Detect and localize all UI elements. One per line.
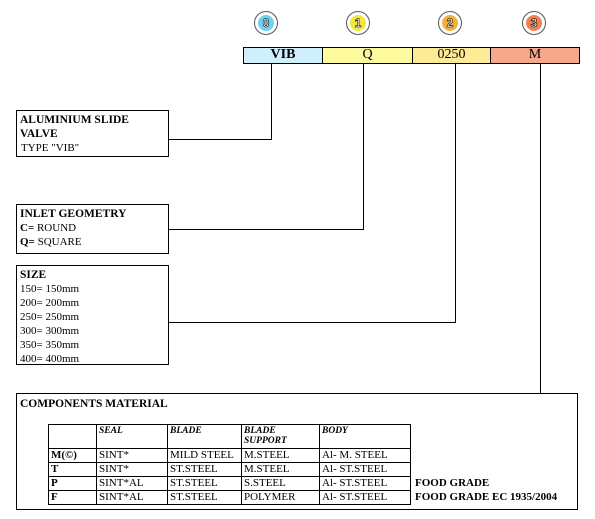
- row-support: POLYMER: [241, 490, 320, 505]
- code-cell-size: 0250: [412, 47, 491, 64]
- row-key: M(©): [48, 448, 97, 463]
- inlet-option-square: Q= SQUARE: [20, 235, 165, 249]
- header-body: BODY: [319, 424, 411, 449]
- row-support: S.STEEL: [241, 476, 320, 491]
- connector-inlet-vertical: [363, 64, 364, 229]
- inlet-value-square: SQUARE: [37, 236, 82, 248]
- row-blade: ST.STEEL: [167, 490, 242, 505]
- connector-size-horizontal: [168, 322, 456, 323]
- marker-1-number: 1: [350, 15, 366, 31]
- row-support: M.STEEL: [241, 462, 320, 477]
- table-row: F SINT*AL ST.STEEL POLYMER Al- ST.STEEL: [48, 490, 411, 505]
- connector-type-horizontal: [168, 139, 272, 140]
- row-key: F: [48, 490, 97, 505]
- food-grade-ec-note: FOOD GRADE EC 1935/2004: [415, 491, 558, 503]
- marker-1: 1: [346, 11, 370, 35]
- connector-material-vertical: [540, 64, 541, 393]
- code-cell-material: M: [490, 47, 580, 64]
- table-header-row: SEAL BLADE BLADE SUPPORT BODY: [48, 424, 411, 449]
- inlet-option-round: C= ROUND: [20, 221, 165, 235]
- marker-2-number: 2: [442, 15, 458, 31]
- table-row: P SINT*AL ST.STEEL S.STEEL Al- ST.STEEL: [48, 476, 411, 491]
- size-option: 400= 400mm: [20, 353, 80, 365]
- row-body: Al- ST.STEEL: [319, 462, 411, 477]
- row-body: Al- M. STEEL: [319, 448, 411, 463]
- row-body: Al- ST.STEEL: [319, 490, 411, 505]
- row-seal: SINT*AL: [96, 490, 168, 505]
- marker-0: 0: [254, 11, 278, 35]
- row-seal: SINT*: [96, 462, 168, 477]
- size-title: SIZE: [20, 269, 47, 281]
- connector-size-vertical: [455, 64, 456, 322]
- connector-type-vertical: [271, 64, 272, 139]
- header-blank: [48, 424, 97, 449]
- valve-title-line2: VALVE: [20, 128, 58, 140]
- size-option: 200= 200mm: [20, 297, 80, 309]
- connector-inlet-horizontal: [168, 229, 364, 230]
- components-table: SEAL BLADE BLADE SUPPORT BODY M(©) SINT*…: [48, 424, 411, 505]
- size-box: SIZE 150= 150mm 200= 200mm 250= 250mm 30…: [16, 265, 169, 365]
- row-key: T: [48, 462, 97, 477]
- row-blade: ST.STEEL: [167, 476, 242, 491]
- size-option: 350= 350mm: [20, 339, 80, 351]
- inlet-geometry-box: INLET GEOMETRY C= ROUND Q= SQUARE: [16, 204, 169, 254]
- inlet-key-q: Q=: [20, 236, 35, 248]
- table-row: T SINT* ST.STEEL M.STEEL Al- ST.STEEL: [48, 462, 411, 477]
- row-key: P: [48, 476, 97, 491]
- marker-3-number: 3: [526, 15, 542, 31]
- row-blade: ST.STEEL: [167, 462, 242, 477]
- code-cell-inlet: Q: [322, 47, 413, 64]
- size-option: 250= 250mm: [20, 311, 80, 323]
- row-seal: SINT*: [96, 448, 168, 463]
- code-cell-type: VIB: [243, 47, 323, 64]
- inlet-title: INLET GEOMETRY: [20, 208, 127, 220]
- row-body: Al- ST.STEEL: [319, 476, 411, 491]
- food-grade-note: FOOD GRADE: [415, 477, 490, 489]
- inlet-value-round: ROUND: [36, 222, 77, 234]
- row-blade: MILD STEEL: [167, 448, 242, 463]
- valve-type-box: ALUMINIUM SLIDE VALVE TYPE "VIB": [16, 110, 169, 157]
- header-blade-support-line2: SUPPORT: [244, 436, 287, 446]
- header-seal: SEAL: [96, 424, 168, 449]
- valve-type-label: TYPE "VIB": [21, 142, 80, 154]
- marker-0-number: 0: [258, 15, 274, 31]
- header-blade-support-line1: BLADE: [244, 426, 276, 436]
- header-blade: BLADE: [167, 424, 242, 449]
- marker-3: 3: [522, 11, 546, 35]
- row-support: M.STEEL: [241, 448, 320, 463]
- valve-title-line1: ALUMINIUM SLIDE: [20, 114, 129, 126]
- header-blade-support: BLADE SUPPORT: [241, 424, 320, 449]
- table-row: M(©) SINT* MILD STEEL M.STEEL Al- M. STE…: [48, 448, 411, 463]
- size-option: 150= 150mm: [20, 283, 80, 295]
- components-material-box: COMPONENTS MATERIAL: [16, 393, 578, 510]
- size-option: 300= 300mm: [20, 325, 80, 337]
- row-seal: SINT*AL: [96, 476, 168, 491]
- inlet-key-c: C=: [20, 222, 35, 234]
- marker-2: 2: [438, 11, 462, 35]
- components-title: COMPONENTS MATERIAL: [20, 398, 168, 410]
